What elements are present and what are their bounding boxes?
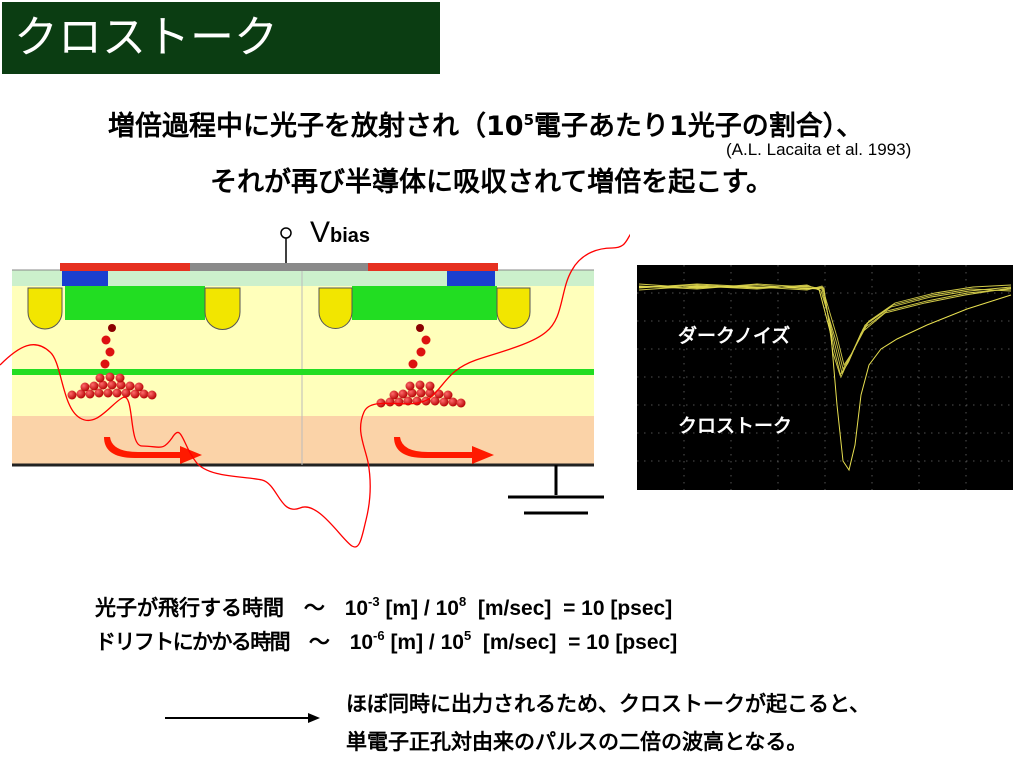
electron <box>101 335 111 345</box>
photon-c: [m/sec] = 10 [psec] <box>466 597 673 620</box>
photon-tilde: ～ <box>303 597 325 620</box>
citation: (A.L. Lacaita et al. 1993) <box>726 140 912 159</box>
drift-arrow-right <box>394 437 494 464</box>
green-layer-line <box>12 369 594 375</box>
electrode-center-gray <box>190 263 368 271</box>
conclusion-line-2: 単電子正孔対由来のパルスの二倍の波高となる。 <box>346 730 808 754</box>
vbias-main: V <box>310 216 331 249</box>
electron <box>100 359 110 369</box>
drift-region <box>12 416 594 464</box>
photon-b-exp: 8 <box>458 594 467 609</box>
oscilloscope-traces <box>637 265 1013 490</box>
contact-left-blue <box>62 271 108 286</box>
guard-ring <box>318 287 353 329</box>
dark-noise-label: ダークノイズ <box>678 325 791 347</box>
electron <box>408 359 418 369</box>
scope-grid <box>637 265 1013 490</box>
electron <box>416 347 426 357</box>
oscilloscope-screen: ダークノイズ クロストーク <box>637 265 1013 490</box>
photon-time-label: 光子が飛行する時間 <box>95 597 284 620</box>
heading-line-2: それが再び半導体に吸収されて増倍を起こす。 <box>210 167 773 198</box>
multiplication-region-right <box>352 286 497 320</box>
drift-time-label: ドリフトにかかる時間 <box>95 631 291 654</box>
electron <box>421 335 431 345</box>
conclusion-arrow <box>165 713 320 723</box>
vbias-sub: bias <box>330 225 371 247</box>
electron <box>105 347 115 357</box>
photon-a-exp: -3 <box>368 594 380 609</box>
vbias-label: Vbias <box>310 216 370 250</box>
drift-tilde: ～ <box>308 631 330 654</box>
guard-ring <box>204 287 241 330</box>
slide-title: クロストーク <box>14 12 278 63</box>
drift-time: ドリフトにかかる時間 ～ 10-6 [m] / 105 [m/sec] = 10… <box>95 626 677 656</box>
guard-ring <box>27 287 63 330</box>
crosstalk-label: クロストーク <box>678 415 793 437</box>
conclusion-line-1: ほぼ同時に出力されるため、クロストークが起こると、 <box>346 692 871 716</box>
avalanche-cluster-left <box>67 372 157 400</box>
drift-c: [m/sec] = 10 [psec] <box>471 631 678 654</box>
electron <box>108 324 116 332</box>
photon-flight-time: 光子が飛行する時間 ～ 10-3 [m] / 108 [m/sec] = 10 … <box>95 592 672 622</box>
electrode-left-red <box>60 263 190 271</box>
device-cross-section <box>0 227 630 548</box>
guard-ring <box>496 287 531 329</box>
title-banner: クロストーク <box>2 2 440 74</box>
heading-line-1: 増倍過程中に光子を放射され（105電子あたり1光子の割合）、 <box>108 104 863 143</box>
drift-arrow-left <box>104 437 202 464</box>
heading-superscript: 5 <box>523 111 535 129</box>
electron <box>416 324 424 332</box>
contact-right-blue <box>447 271 495 286</box>
bias-terminal <box>280 227 292 239</box>
crosstalk-trace <box>639 286 1012 472</box>
drift-a: 10 <box>349 631 374 654</box>
multiplication-region-left <box>65 286 205 320</box>
electrode-right-red <box>368 263 498 271</box>
photon-path <box>0 233 630 548</box>
drift-b-exp: 5 <box>463 628 472 643</box>
heading-line-1-post: 電子あたり1光子の割合）、 <box>534 111 864 142</box>
drift-a-exp: -6 <box>373 628 385 643</box>
photon-b: [m] / 10 <box>379 597 459 620</box>
drift-b: [m] / 10 <box>384 631 464 654</box>
heading-line-1-pre: 増倍過程中に光子を放射され（10 <box>108 111 524 142</box>
photon-a: 10 <box>344 597 369 620</box>
